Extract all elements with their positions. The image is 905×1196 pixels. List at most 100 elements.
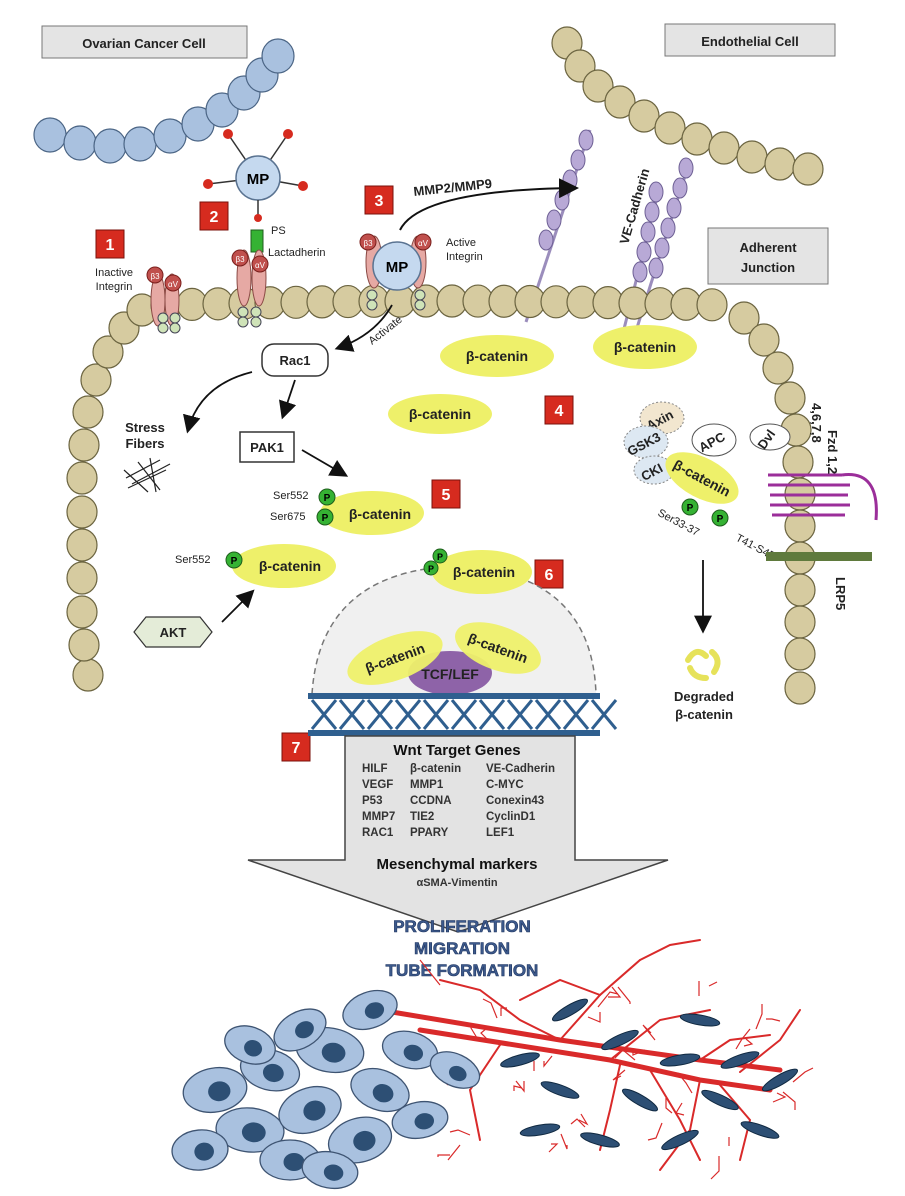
inactive-integrin: β3 αV Inactive Integrin [95, 266, 182, 334]
ovarian-membrane-bead [123, 126, 157, 162]
endothelial-cell [661, 1129, 699, 1151]
ve-cadherin-bead [570, 149, 586, 171]
ovarian-membrane-bead [261, 38, 295, 74]
outcome-proliferation: PROLIFERATION [393, 917, 531, 936]
svg-text:LRP5: LRP5 [833, 577, 848, 610]
capillary [642, 1024, 656, 1041]
outcome-tube-formation: TUBE FORMATION [386, 961, 539, 980]
tumor-cell [301, 1150, 359, 1190]
membrane-bead [66, 461, 98, 495]
tumor-cell [327, 1116, 393, 1164]
svg-text:Ser552: Ser552 [175, 554, 210, 566]
endothelial-cell [580, 1132, 620, 1148]
capillary [755, 1004, 763, 1030]
step-7-badge: 7 [281, 732, 311, 762]
target-gene: PPARY [410, 827, 449, 839]
vessel-branch [519, 978, 601, 1001]
ve-cadherin-bead [554, 189, 570, 211]
svg-text:Stress: Stress [125, 420, 165, 435]
capillary [480, 1027, 490, 1042]
membrane-bead [784, 637, 816, 671]
endothelial-cell [762, 1068, 798, 1092]
endothelial-cell [552, 998, 588, 1022]
vessel-branch [609, 1009, 711, 1061]
ve-cadherin-bead [562, 169, 578, 191]
ve-cadherin-bead [666, 197, 682, 219]
ve-cadherin-bead [654, 237, 670, 259]
svg-text:β-catenin: β-catenin [409, 406, 471, 422]
tumor-cell [182, 1066, 248, 1114]
vessel-branch [417, 1027, 773, 1093]
tumor-cell [350, 1067, 410, 1113]
vessel-branch [739, 1009, 801, 1073]
svg-text:Active: Active [446, 237, 476, 249]
capillary [587, 1012, 601, 1023]
endothelial-membrane-bead [681, 122, 713, 156]
membrane-bead [80, 363, 112, 397]
svg-text:MMP2/MMP9: MMP2/MMP9 [413, 176, 493, 199]
membrane-bead [728, 301, 760, 335]
endothelial-cell-label: Endothelial Cell [664, 23, 836, 57]
capillary [772, 1092, 787, 1103]
membrane-bead [72, 658, 104, 692]
endothelial-membrane-bead [654, 111, 686, 145]
ve-cadherin-bead [648, 257, 664, 279]
svg-text:Integrin: Integrin [96, 281, 133, 293]
target-gene: MMP1 [410, 779, 444, 791]
svg-text:1: 1 [106, 237, 115, 254]
capillary [665, 1098, 673, 1114]
capillary [608, 986, 622, 998]
capillary [548, 1143, 559, 1153]
capillary [513, 1085, 523, 1091]
tumor-cell [381, 1030, 439, 1070]
capillary [437, 1154, 450, 1157]
svg-text:Integrin: Integrin [446, 251, 483, 263]
tumor-cell [215, 1107, 285, 1153]
nucleus: TCF/LEF β-catenin β-catenin [311, 565, 597, 695]
step-1-badge: 1 [95, 229, 125, 259]
tumor-cell [273, 1008, 327, 1052]
capillary [710, 1156, 720, 1180]
capillary [578, 1113, 589, 1126]
ve-cadherin-bead [640, 221, 656, 243]
beta-catenin-free-1: β-catenin [440, 335, 554, 377]
ve-cadherin-bead [636, 241, 652, 263]
step-6-badge: 6 [534, 559, 564, 589]
svg-text:PAK1: PAK1 [250, 440, 284, 455]
target-gene: C-MYC [486, 779, 524, 791]
stress-fibers: Stress Fibers [123, 420, 171, 493]
target-gene: VEGF [362, 779, 393, 791]
destruction-complex: Axin APC GSK3 CKI β-catenin P P Ser33-37… [623, 401, 776, 562]
frizzled-receptor: Fzd 1,2 4,6,7,8 [768, 403, 878, 521]
svg-text:AKT: AKT [160, 625, 187, 640]
capillary [447, 1144, 461, 1161]
membrane-bead [92, 335, 124, 369]
endothelial-cell [720, 1051, 760, 1069]
ve-cadherin-bead [546, 209, 562, 231]
ve-cadherin-bead [644, 201, 660, 223]
capillary [597, 991, 619, 1008]
capillary [766, 1018, 781, 1022]
vessel-branch [439, 979, 561, 1041]
endothelial-cell [500, 1052, 540, 1068]
endothelial-membrane-bead [604, 85, 636, 119]
tumor-cell [429, 1051, 481, 1089]
svg-text:β3: β3 [235, 255, 245, 264]
endothelial-membrane-bead [582, 69, 614, 103]
svg-text:Activate: Activate [366, 314, 404, 348]
membrane-bead [774, 381, 806, 415]
capillary [647, 1122, 663, 1141]
svg-text:Adherent: Adherent [739, 240, 797, 255]
svg-text:β3: β3 [363, 239, 373, 248]
ovarian-membrane-strand [33, 38, 295, 164]
pak1-node: PAK1 [239, 431, 295, 463]
ve-cadherin-bead [660, 217, 676, 239]
svg-text:P: P [428, 564, 434, 574]
ovarian-membrane-bead [63, 125, 97, 161]
vessel-branch [659, 1079, 701, 1171]
svg-text:Degraded: Degraded [674, 689, 734, 704]
svg-text:Ovarian Cancer Cell: Ovarian Cancer Cell [82, 36, 206, 51]
svg-text:Inactive: Inactive [95, 267, 133, 279]
rac1-to-stress-arrow [183, 371, 253, 434]
